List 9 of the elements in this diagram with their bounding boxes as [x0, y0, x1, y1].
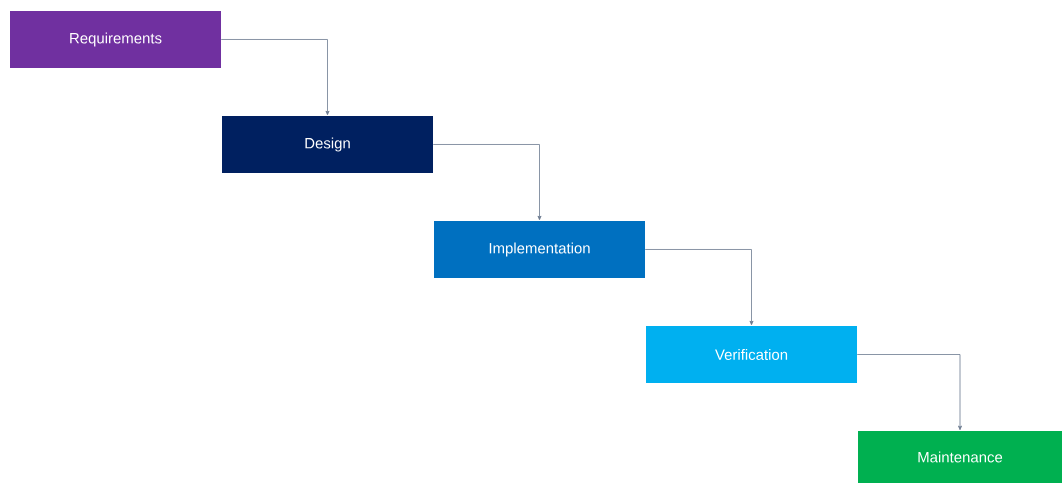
process-box: Verification [646, 326, 857, 383]
arrow [644, 249, 754, 326]
process-box: Maintenance [858, 431, 1062, 483]
arrow [856, 354, 962, 431]
process-box: Requirements [10, 11, 221, 68]
arrow [220, 39, 330, 116]
process-box: Design [222, 116, 433, 173]
arrow [432, 144, 542, 221]
process-box: Implementation [434, 221, 645, 278]
